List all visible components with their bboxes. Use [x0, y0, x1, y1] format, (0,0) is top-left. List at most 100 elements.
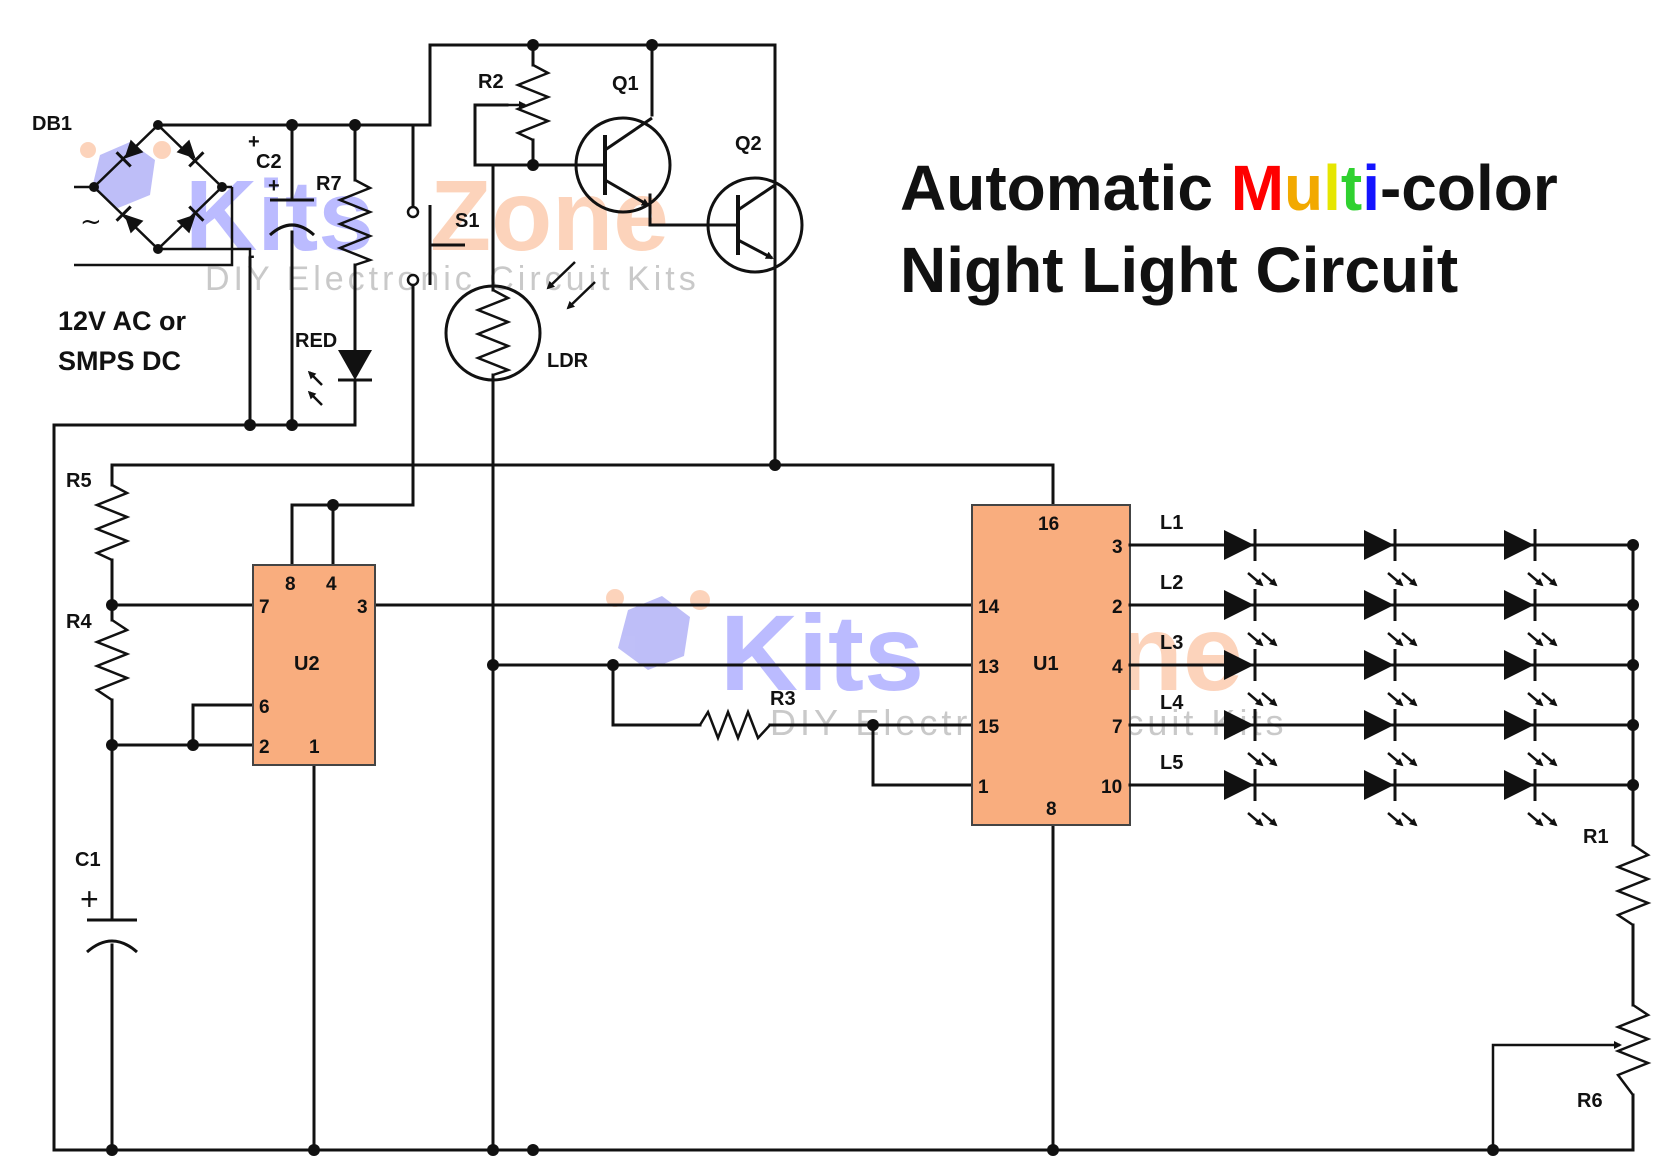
- light-rays-icon: [1528, 573, 1556, 585]
- supply-label-line-1: 12V AC or: [58, 306, 187, 336]
- light-rays-icon: [1528, 633, 1556, 645]
- supply-label-line-2: SMPS DC: [58, 346, 181, 376]
- u2-pin-8: 8: [285, 574, 296, 595]
- transistor-q2: [705, 176, 804, 274]
- label-r3: R3: [770, 688, 796, 710]
- label-u2: U2: [294, 653, 320, 675]
- title-multi-letter: t: [1341, 152, 1362, 224]
- u1-pin-14: 14: [978, 597, 1000, 618]
- led: [1362, 587, 1397, 623]
- ic-u2: U2 8 4 7 3 6 2 1: [252, 564, 376, 766]
- led-row-label: L3: [1160, 632, 1183, 654]
- u1-pin-1: 1: [978, 777, 989, 798]
- watermark-tagline: DIY Electronic Circuit Kits: [205, 260, 700, 298]
- label-c2: C2: [256, 151, 282, 173]
- light-rays-icon: [1388, 693, 1416, 705]
- title-multi-letter: l: [1323, 152, 1341, 224]
- led: [1362, 707, 1397, 743]
- junction-dot: [1627, 599, 1639, 611]
- u1-pin-4: 4: [1112, 657, 1123, 678]
- resistor-r2: [514, 63, 552, 142]
- label-c1: C1: [75, 849, 101, 871]
- light-rays-icon: [1388, 633, 1416, 645]
- led-row-label: L1: [1160, 512, 1183, 534]
- title-line-2: Night Light Circuit: [900, 234, 1458, 306]
- potentiometer-r6: [1614, 1003, 1652, 1096]
- label-u1: U1: [1033, 653, 1059, 675]
- watermark-logo-icon: [80, 141, 171, 208]
- label-r1: R1: [1583, 826, 1609, 848]
- junction-dot: [1627, 659, 1639, 671]
- led-row-label: L4: [1160, 692, 1184, 714]
- u2-pin-2: 2: [259, 737, 270, 758]
- capacitor-c1: +: [80, 881, 138, 954]
- u1-pin-7: 7: [1112, 717, 1123, 738]
- resistor-r7: [336, 178, 374, 267]
- label-q1: Q1: [612, 73, 639, 95]
- label-q2: Q2: [735, 133, 762, 155]
- light-rays-icon: [1528, 693, 1556, 705]
- c2-minus: -: [248, 245, 255, 267]
- u2-pin-7: 7: [259, 597, 270, 618]
- ac-symbol: ~: [80, 207, 102, 237]
- light-rays-icon: [1528, 753, 1556, 765]
- u1-pin-13: 13: [978, 657, 999, 678]
- junction-dot: [1627, 719, 1639, 731]
- label-r2: R2: [478, 71, 504, 93]
- light-rays-icon: [1388, 753, 1416, 765]
- label-r7: R7: [316, 173, 342, 195]
- u1-pin-15: 15: [978, 717, 1000, 738]
- transistor-q1: [574, 116, 672, 214]
- led: [1222, 767, 1257, 803]
- bridge-rectifier-db1: [74, 120, 252, 267]
- label-red: RED: [295, 330, 337, 352]
- led-row-label: L5: [1160, 752, 1183, 774]
- junction-dot: [1627, 539, 1639, 551]
- u2-pin-4: 4: [326, 574, 337, 595]
- ic-u1: U1 16 14 13 15 1 8 3 2 4 7 10: [971, 504, 1131, 826]
- resistor-r4: [93, 618, 131, 702]
- led: [1502, 587, 1537, 623]
- led: [1362, 527, 1397, 563]
- watermark-kits: Kits: [720, 592, 924, 713]
- light-rays-icon: [1248, 573, 1276, 585]
- resistor-r5: [93, 483, 131, 562]
- light-rays-icon: [1248, 633, 1276, 645]
- junction-dots: [106, 39, 1499, 1156]
- watermark-zone: Zone: [430, 160, 669, 272]
- label-ldr: LDR: [547, 350, 589, 372]
- light-rays-icon: [1388, 813, 1416, 825]
- title-multi-letter: u: [1284, 152, 1323, 224]
- light-rays-icon: [1248, 813, 1276, 825]
- led: [1362, 647, 1397, 683]
- c2-plus-sign: +: [268, 175, 280, 197]
- led: [1222, 527, 1257, 563]
- u1-pin-2: 2: [1112, 597, 1123, 618]
- title-line-1: Automatic Multi-color: [900, 152, 1558, 224]
- u2-pin-3: 3: [357, 597, 368, 618]
- title-multi-letter: M: [1231, 152, 1284, 224]
- u1-pin-8: 8: [1046, 799, 1057, 820]
- resistor-r3: [698, 708, 771, 742]
- watermark-kits: Kits: [185, 160, 374, 272]
- led: [1502, 527, 1537, 563]
- light-rays-icon: [1248, 753, 1276, 765]
- label-r4: R4: [66, 611, 92, 633]
- led: [1502, 707, 1537, 743]
- c2-plus: +: [248, 131, 260, 153]
- u2-pin-6: 6: [259, 697, 270, 718]
- led-row-label: L2: [1160, 572, 1183, 594]
- capacitor-c2: + + -: [248, 131, 316, 267]
- led: [1362, 767, 1397, 803]
- junction-dot: [1627, 779, 1639, 791]
- watermark-top: Kits Zone DIY Electronic Circuit Kits: [80, 141, 700, 298]
- u2-pin-1: 1: [309, 737, 320, 758]
- light-rays-icon: [1388, 573, 1416, 585]
- label-db1: DB1: [32, 113, 72, 135]
- led-red: [307, 350, 372, 427]
- switch-s1[interactable]: [406, 205, 465, 287]
- watermark-logo-icon: [606, 589, 710, 670]
- label-s1: S1: [455, 210, 479, 232]
